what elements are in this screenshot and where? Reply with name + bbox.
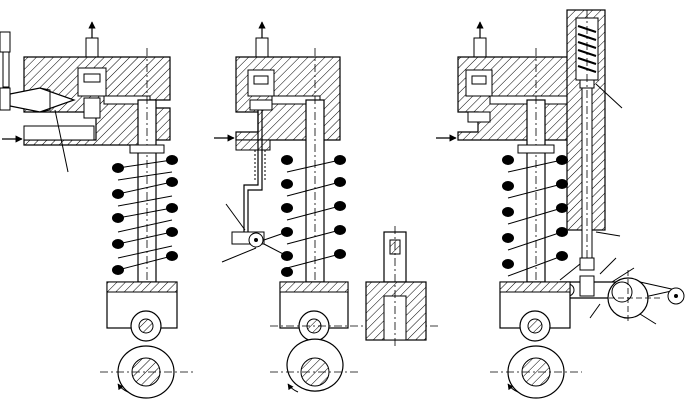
plunger xyxy=(305,99,325,283)
spring-coils xyxy=(112,155,178,275)
plunger-section-detail xyxy=(365,226,427,348)
plunger xyxy=(137,99,157,283)
panel-right xyxy=(436,9,685,399)
spring-coils xyxy=(263,155,346,277)
bypass-linkage xyxy=(243,110,259,232)
outlet-pipe xyxy=(85,37,99,59)
spring-coils xyxy=(502,155,568,277)
panel-left xyxy=(0,21,194,399)
needle-handle xyxy=(0,87,11,111)
lever-linkage xyxy=(559,257,685,325)
delivery-valve xyxy=(247,69,275,97)
panel-middle xyxy=(214,21,440,393)
